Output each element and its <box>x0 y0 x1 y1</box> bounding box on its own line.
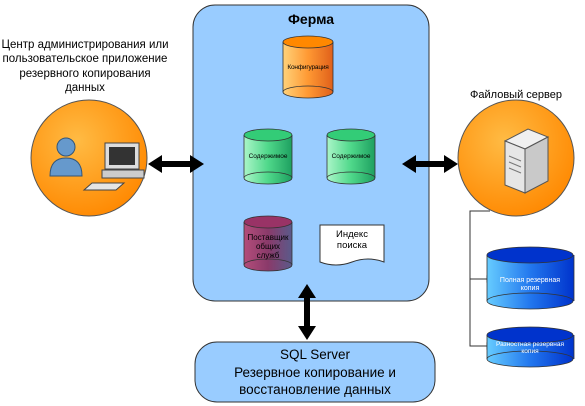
full-backup-cylinder <box>486 246 575 310</box>
content-db-label-1: Содержимое <box>248 153 288 160</box>
shared-services-label: Поставщик общих служб <box>247 233 289 260</box>
full-backup-label: Полная резервная копия <box>499 277 561 293</box>
arrow-farm-sql <box>298 284 316 340</box>
arrow-admin-farm <box>148 155 204 173</box>
farm-title: Ферма <box>287 11 335 27</box>
admin-caption: Центр администрирования или пользователь… <box>1 39 169 95</box>
diff-backup-cylinder <box>486 326 575 368</box>
arrow-farm-fileserver <box>402 155 458 173</box>
sql-server-title: SQL Server <box>279 347 351 362</box>
config-db-cylinder <box>282 35 334 99</box>
diff-backup-label: Разностная резервная копия <box>495 341 564 356</box>
sql-server-subtitle: Резервное копирование и восстановление д… <box>234 365 396 397</box>
search-index-document <box>319 224 385 266</box>
config-db-label: Конфигурация <box>287 64 329 71</box>
user-icon <box>49 137 83 177</box>
file-server-caption: Файловый сервер <box>470 89 562 101</box>
server-icon <box>503 128 550 194</box>
search-index-label: Индекс поиска <box>336 229 368 251</box>
sql-server-box <box>194 341 436 403</box>
content-db-cylinder-2 <box>326 128 376 185</box>
computer-icon <box>82 142 145 191</box>
content-db-cylinder-1 <box>243 128 293 185</box>
content-db-label-2: Содержимое <box>331 153 371 160</box>
shared-services-db-cylinder <box>243 215 293 272</box>
